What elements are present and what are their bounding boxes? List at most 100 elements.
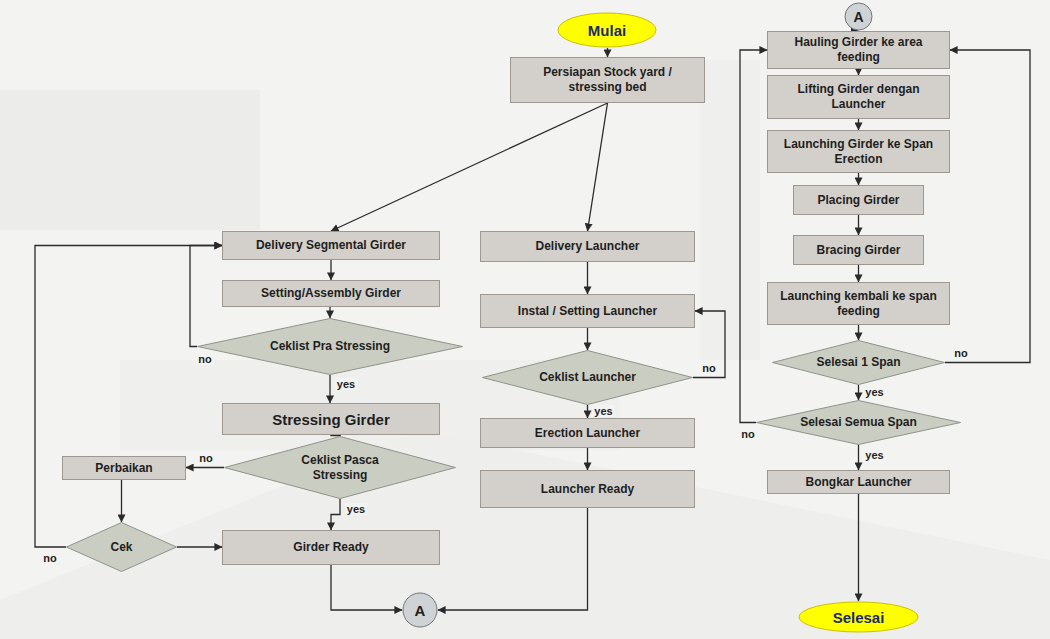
terminal-ellipse: Selesai — [798, 601, 919, 633]
text-group: Selesai 1 Span — [816, 355, 900, 370]
node-text: A — [853, 8, 863, 26]
text-group: Launching kembali ke span feeding — [773, 289, 944, 319]
flow-arrow — [177, 546, 222, 547]
flow-arrow — [587, 328, 588, 350]
shape-fill — [198, 319, 463, 375]
process-box: Delivery Launcher — [480, 231, 695, 262]
flow-arrow — [329, 375, 330, 403]
edge-label: no — [952, 347, 969, 359]
decision-diamond: Ceklist Pra Stressing — [197, 318, 463, 375]
edge-label: no — [196, 353, 213, 365]
node-text: Launching kembali ke span feeding — [773, 289, 944, 319]
connector-circle: A — [402, 592, 438, 628]
shape-fill — [483, 351, 693, 405]
node-text: Girder Ready — [228, 540, 434, 555]
flow-arrow — [858, 445, 859, 470]
decision-diamond: Ceklist Pasca Stressing — [224, 436, 456, 499]
process-box: Bongkar Launcher — [767, 470, 950, 494]
decision-diamond: Cek — [66, 522, 177, 572]
process-box: Instal / Setting Launcher — [480, 294, 695, 328]
node-text: Erection Launcher — [486, 426, 689, 441]
node-text: Launcher Ready — [486, 482, 689, 497]
node-text: Mulai — [588, 21, 626, 40]
edge-label: no — [41, 552, 58, 564]
node-text: Selesai 1 Span — [816, 355, 900, 370]
process-box: Hauling Girder ke area feeding — [767, 31, 950, 69]
flow-arrow — [329, 307, 330, 318]
text-group: Instal / Setting Launcher — [486, 304, 689, 319]
text-group: Hauling Girder ke area feeding — [773, 35, 944, 65]
process-box: Placing Girder — [793, 185, 924, 215]
process-box: Girder Ready — [222, 530, 440, 565]
node-text: Persiapan Stock yard / stressing bed — [516, 65, 699, 95]
process-box: Stressing Girder — [222, 403, 440, 435]
shape-fill — [558, 13, 656, 47]
connector-circle: A — [844, 2, 873, 31]
flow-arrow — [945, 50, 1030, 363]
text-group: Stressing Girder — [228, 410, 434, 429]
text-group: Bongkar Launcher — [773, 475, 944, 490]
shape-fill — [845, 3, 872, 30]
text-group: Delivery Launcher — [486, 239, 689, 254]
node-text: Lifting Girder dengan Launcher — [773, 82, 944, 112]
node-text: Hauling Girder ke area feeding — [773, 35, 944, 65]
edge-label: yes — [335, 378, 357, 390]
flow-arrow — [35, 246, 222, 548]
flow-arrow — [331, 565, 402, 610]
flow-arrow — [858, 215, 859, 235]
text-group: Placing Girder — [799, 193, 918, 208]
process-box: Perbaikan — [62, 456, 186, 480]
flow-arrow — [858, 119, 859, 130]
shape-fill — [67, 523, 177, 572]
process-box: Launching Girder ke Span Erection — [767, 130, 950, 173]
flow-arrow — [190, 246, 222, 347]
terminal-ellipse: Mulai — [557, 12, 657, 48]
text-group: Girder Ready — [228, 540, 434, 555]
text-group: Setting/Assembly Girder — [228, 286, 434, 301]
edge-label: yes — [863, 449, 885, 461]
text-group: Ceklist Launcher — [539, 370, 636, 385]
text-group: Bracing Girder — [799, 243, 918, 258]
text-group: A — [853, 8, 863, 26]
node-text: Delivery Launcher — [486, 239, 689, 254]
node-text: Stressing Girder — [228, 410, 434, 429]
flow-arrow — [186, 467, 224, 468]
flow-arrow — [858, 494, 859, 601]
node-text: A — [415, 601, 426, 620]
flow-arrow — [858, 173, 859, 185]
decision-diamond: Selesai Semua Span — [756, 400, 961, 445]
text-group: Mulai — [588, 21, 626, 40]
flow-arrow — [693, 311, 725, 378]
decision-diamond: Selesai 1 Span — [772, 340, 945, 385]
text-group: Launching Girder ke Span Erection — [773, 137, 944, 167]
node-text: Launching Girder ke Span Erection — [773, 137, 944, 167]
node-text: Setting/Assembly Girder — [228, 286, 434, 301]
shape-fill — [799, 602, 918, 632]
flow-arrow — [858, 265, 859, 282]
flow-arrow — [331, 103, 608, 231]
node-text: Ceklist Launcher — [539, 370, 636, 385]
shape-fill — [773, 341, 945, 385]
process-box: Persiapan Stock yard / stressing bed — [510, 57, 705, 103]
shape-fill — [757, 401, 961, 445]
flow-arrow — [607, 48, 608, 57]
node-text: Placing Girder — [799, 193, 918, 208]
shape-fill — [225, 437, 456, 499]
edge-label: no — [700, 362, 717, 374]
decision-diamond: Ceklist Launcher — [482, 350, 693, 405]
text-group: Launcher Ready — [486, 482, 689, 497]
process-box: Lifting Girder dengan Launcher — [767, 75, 950, 119]
node-text: Ceklist Pra Stressing — [270, 339, 390, 354]
shape-fill — [403, 593, 437, 627]
flow-arrow — [858, 325, 859, 340]
text-group: Perbaikan — [68, 461, 180, 476]
flow-arrow — [587, 262, 588, 294]
process-box: Erection Launcher — [480, 418, 695, 448]
flow-arrow — [331, 499, 340, 530]
text-group: Selesai — [833, 608, 885, 627]
text-group: Cek — [110, 540, 132, 555]
flow-arrow — [121, 480, 122, 522]
node-text: Selesai — [833, 608, 885, 627]
